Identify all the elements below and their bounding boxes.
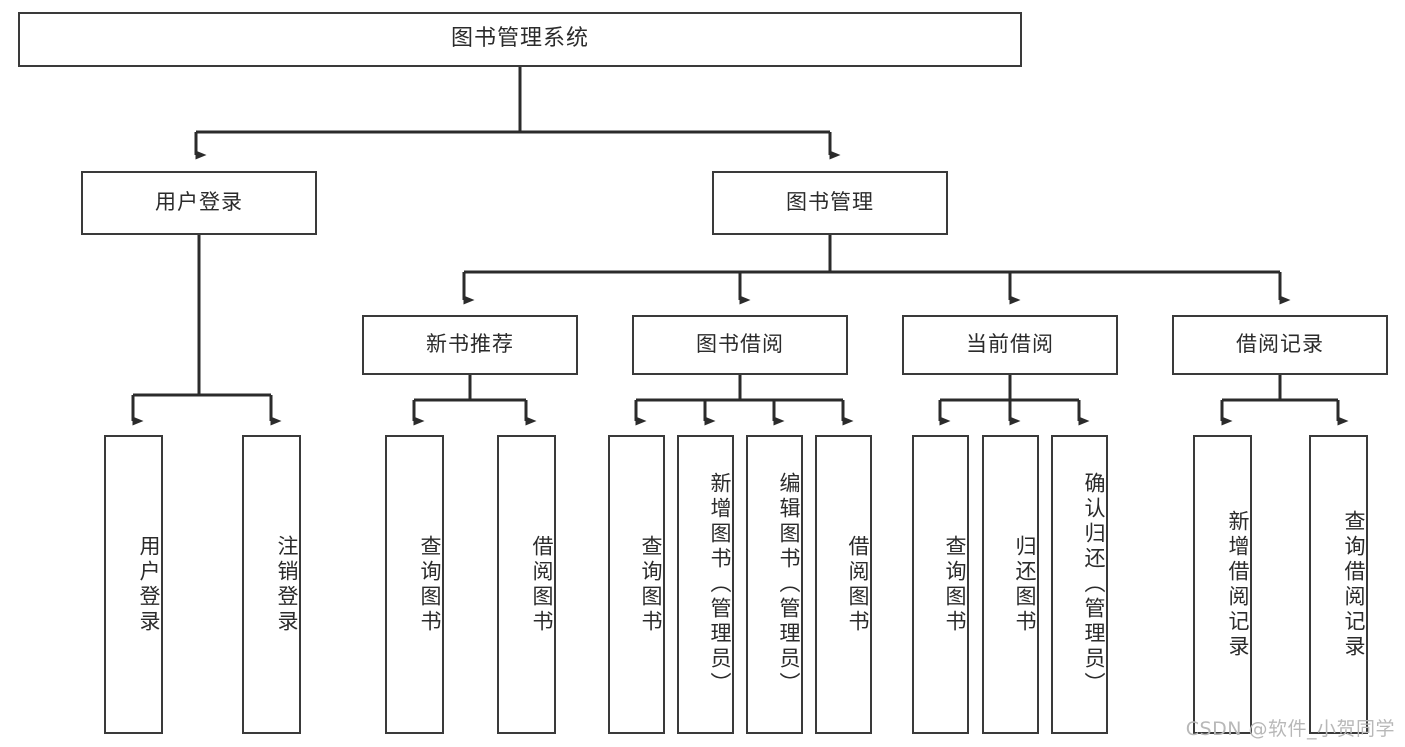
node-label: 归还图书 [1013, 534, 1037, 635]
csdn-watermark: CSDN @软件_小贺同学 [1185, 718, 1395, 740]
node-label: 用户登录 [155, 190, 243, 215]
node-label: 图书管理系统 [450, 26, 589, 52]
node-current-borrowing[interactable]: 当前借阅 [902, 315, 1118, 375]
node-label: 图书借阅 [696, 332, 784, 357]
leaf-logout-login[interactable]: 注销登录 [242, 435, 301, 734]
node-label: 查询图书 [943, 534, 967, 635]
leaf-borrow-book-new-rec[interactable]: 借阅图书 [497, 435, 556, 734]
node-label: 借阅图书 [530, 534, 554, 635]
node-label: 确认归还（管理员） [1082, 472, 1106, 697]
leaf-confirm-return-admin[interactable]: 确认归还（管理员） [1051, 435, 1108, 734]
node-label: 编辑图书（管理员） [777, 472, 801, 697]
node-root-book-management-system[interactable]: 图书管理系统 [18, 12, 1022, 67]
node-label: 新增借阅记录 [1226, 509, 1250, 660]
leaf-query-borrowing-record[interactable]: 查询借阅记录 [1309, 435, 1368, 734]
node-label: 查询借阅记录 [1342, 509, 1366, 660]
node-label: 新书推荐 [426, 332, 514, 357]
leaf-return-book[interactable]: 归还图书 [982, 435, 1039, 734]
node-new-book-recommendation[interactable]: 新书推荐 [362, 315, 578, 375]
leaf-query-book-current[interactable]: 查询图书 [912, 435, 969, 734]
node-label: 借阅图书 [846, 534, 870, 635]
node-book-borrowing[interactable]: 图书借阅 [632, 315, 848, 375]
leaf-borrow-book-borrowing[interactable]: 借阅图书 [815, 435, 872, 734]
node-label: 借阅记录 [1236, 332, 1324, 357]
leaf-query-book-borrowing[interactable]: 查询图书 [608, 435, 665, 734]
node-label: 注销登录 [275, 534, 299, 635]
node-book-management[interactable]: 图书管理 [712, 171, 948, 235]
node-label: 查询图书 [639, 534, 663, 635]
leaf-add-book-admin[interactable]: 新增图书（管理员） [677, 435, 734, 734]
node-label: 用户登录 [137, 534, 161, 635]
node-label: 查询图书 [418, 534, 442, 635]
node-label: 当前借阅 [966, 332, 1054, 357]
leaf-add-borrowing-record[interactable]: 新增借阅记录 [1193, 435, 1252, 734]
node-label: 图书管理 [786, 190, 874, 215]
leaf-edit-book-admin[interactable]: 编辑图书（管理员） [746, 435, 803, 734]
node-user-login[interactable]: 用户登录 [81, 171, 317, 235]
node-label: 新增图书（管理员） [708, 472, 732, 697]
node-borrowing-record[interactable]: 借阅记录 [1172, 315, 1388, 375]
leaf-query-book-new-rec[interactable]: 查询图书 [385, 435, 444, 734]
leaf-user-login[interactable]: 用户登录 [104, 435, 163, 734]
